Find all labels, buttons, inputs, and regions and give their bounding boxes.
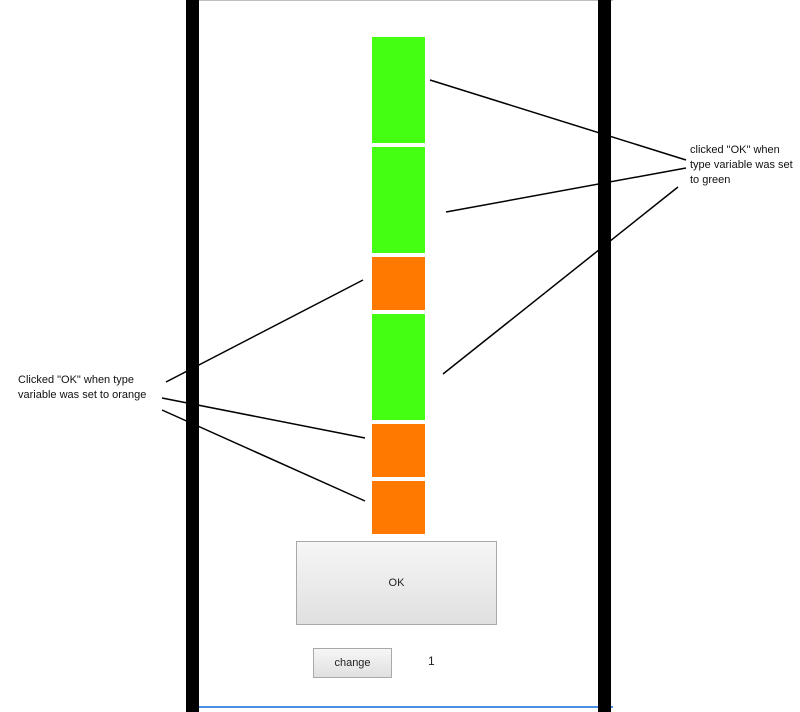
color-block-4 — [372, 314, 425, 420]
orange-annotation: Clicked "OK" when type variable was set … — [18, 374, 147, 401]
color-block-3 — [372, 257, 425, 310]
app-frame — [186, 0, 613, 708]
change-button[interactable]: change — [313, 648, 392, 678]
color-block-stack — [372, 37, 425, 534]
left-border-bar — [186, 0, 199, 712]
right-border-bar — [598, 0, 611, 712]
color-block-6 — [372, 481, 425, 534]
color-block-1 — [372, 37, 425, 143]
counter-value: 1 — [428, 654, 435, 668]
color-block-2 — [372, 147, 425, 253]
green-annotation: clicked "OK" when type variable was set … — [690, 144, 793, 186]
color-block-5 — [372, 424, 425, 477]
ok-button[interactable]: OK — [296, 541, 497, 625]
